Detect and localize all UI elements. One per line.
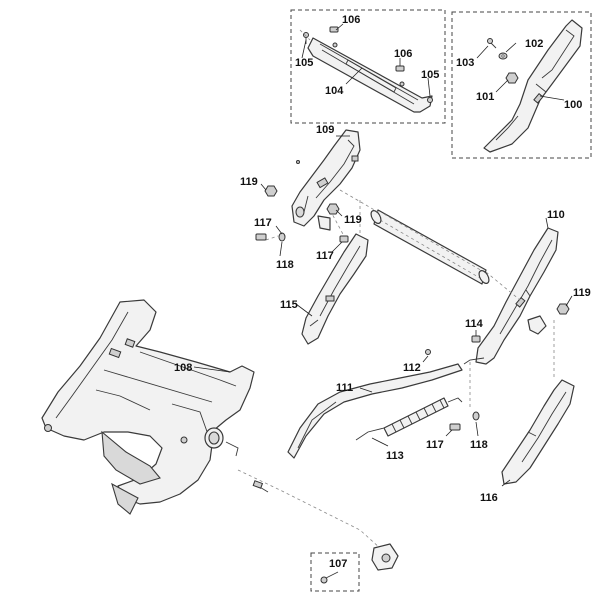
screw-112 [425, 349, 431, 355]
screw-105-right [427, 97, 433, 103]
washer-102 [498, 52, 508, 60]
label-113: 113 [386, 450, 404, 462]
axle-tube [370, 209, 490, 285]
label-117-center: 117 [316, 250, 334, 262]
screw-105-left [303, 32, 309, 44]
screw-106-top [329, 26, 339, 33]
bracket-116 [501, 379, 575, 485]
spring-113 [355, 397, 463, 441]
screw-106-mid [395, 65, 405, 72]
label-105-right: 105 [421, 69, 439, 81]
cable-107 [252, 480, 399, 571]
bolt-114 [471, 335, 481, 343]
bolt-117-lower [449, 423, 461, 431]
label-114: 114 [465, 318, 484, 330]
label-102: 102 [525, 38, 543, 50]
label-109: 109 [316, 124, 334, 136]
label-105-left: 105 [295, 57, 313, 69]
bracket-100 [483, 19, 583, 153]
group-box-100 [451, 11, 592, 159]
label-118-lower: 118 [470, 439, 488, 451]
bracket-109 [291, 129, 361, 227]
label-116: 116 [480, 492, 498, 504]
bolt-117-center [339, 235, 349, 243]
label-110: 110 [547, 209, 565, 221]
lever-111 [287, 363, 463, 459]
handle-frame-108 [41, 299, 255, 515]
label-101: 101 [476, 91, 494, 103]
label-104: 104 [325, 85, 344, 97]
nut-119-left [264, 185, 278, 197]
clip-bracket-right [527, 315, 547, 335]
label-119-left: 119 [240, 176, 258, 188]
nut-101 [505, 72, 519, 84]
bolt-117-left [255, 233, 267, 241]
nut-119-center [326, 203, 340, 215]
bracket-115 [301, 233, 369, 345]
label-100: 100 [564, 99, 582, 111]
label-103: 103 [456, 57, 474, 69]
label-117-lower: 117 [426, 439, 444, 451]
label-106-mid: 106 [394, 48, 412, 60]
label-111: 111 [336, 382, 353, 394]
label-115: 115 [280, 299, 298, 311]
group-box-107 [310, 552, 360, 592]
group-box-104 [290, 9, 446, 124]
label-119-right: 119 [573, 287, 591, 299]
label-108: 108 [174, 362, 192, 374]
crossbar-104 [307, 37, 433, 113]
label-106-top: 106 [342, 14, 360, 26]
label-107: 107 [329, 558, 347, 570]
screw-103 [487, 38, 497, 49]
washer-118-left [278, 232, 286, 242]
clip-center [317, 215, 331, 231]
bracket-110 [463, 227, 559, 365]
label-119-center: 119 [344, 214, 362, 226]
nut-119-right [556, 303, 570, 315]
washer-118-lower [472, 411, 480, 421]
label-117-left: 117 [254, 217, 272, 229]
label-118-left: 118 [276, 259, 294, 271]
label-112: 112 [403, 362, 421, 374]
cable-end-107 [320, 571, 339, 584]
